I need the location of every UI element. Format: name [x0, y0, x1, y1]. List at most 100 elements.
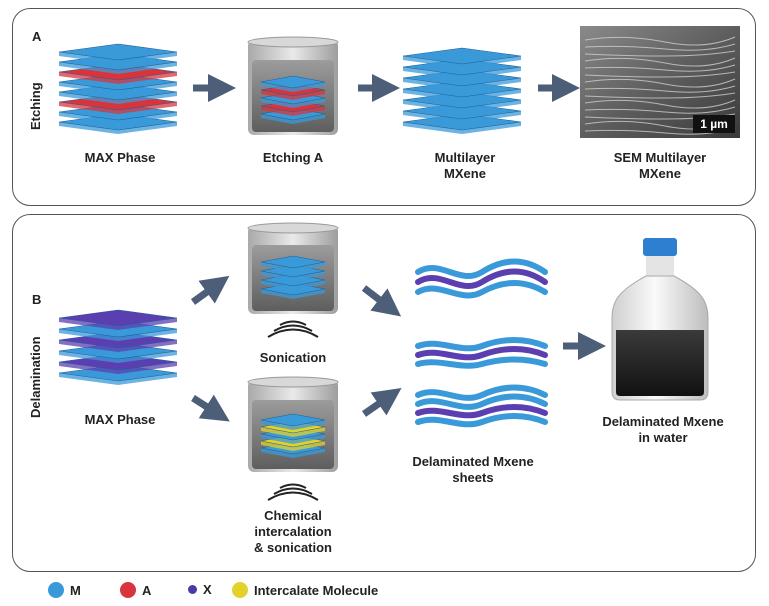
legend-item-a: A — [120, 582, 151, 598]
beakerStackA-layer-2-edge — [261, 98, 325, 108]
sem-texture-line — [584, 57, 736, 67]
caption-etching: Etching A — [262, 150, 324, 165]
sem-texture-line — [584, 92, 736, 99]
stackA-layer-0 — [58, 43, 178, 61]
panel-b-letter: B — [32, 292, 42, 307]
sem-texture-line — [584, 64, 736, 72]
beakerStackB2-layer-4-edge — [261, 448, 325, 458]
caption-multilayer: Multilayer MXene — [434, 150, 496, 181]
multiA-layer-4-edge — [403, 100, 521, 112]
sheet-bottom-2 — [415, 393, 548, 410]
stackA-layer-2-edge — [59, 72, 177, 84]
multiA-layer-5-edge — [403, 111, 521, 123]
sem-texture-line — [584, 36, 736, 46]
scale-bar-label: 1 µm — [700, 117, 728, 131]
stackB-layer-0-edge — [59, 318, 177, 330]
sem-texture-line — [584, 43, 736, 51]
legend-item-m: M — [48, 582, 81, 598]
sem-texture-line — [584, 50, 736, 57]
legend-swatch-m — [48, 582, 64, 598]
sheet-bottom-4 — [415, 413, 548, 428]
legend-swatch-intercalate — [232, 582, 248, 598]
beakerStackB1-layer-0-edge — [261, 262, 325, 272]
beakerStackB2-layer-0 — [260, 413, 326, 427]
multiA-layer-0 — [402, 47, 522, 65]
legend-label-x: X — [203, 582, 212, 597]
multiA-layer-1-edge — [403, 67, 521, 79]
sonication-waves-bottom — [267, 483, 319, 501]
beakerStackB1-layer-3-edge — [261, 289, 325, 299]
caption-sonication: Sonication — [259, 350, 327, 365]
multiA-layer-2-edge — [403, 78, 521, 90]
delaminated-sheets — [415, 258, 548, 428]
multiA-layer-3-edge — [403, 89, 521, 101]
stackA-layer-7-edge — [59, 122, 177, 134]
multilayer-mxene-stack — [402, 47, 522, 134]
beakerStackA-layer-1-edge — [261, 90, 325, 100]
legend-item-intercalate: Intercalate Molecule — [232, 582, 378, 598]
arrow-b-down — [191, 394, 230, 422]
legend-label-a: A — [142, 582, 152, 598]
multiA-layer-6-edge — [403, 122, 521, 134]
sheet-top-3 — [415, 280, 548, 299]
stackA-layer-4-edge — [59, 92, 177, 104]
sheet-mid-3 — [415, 356, 548, 369]
caption-sheets: Delaminated Mxene sheets — [412, 454, 534, 485]
caption-water: Delaminated Mxene in water — [602, 414, 724, 445]
legend-swatch-a — [120, 582, 136, 598]
stackB-layer-5-edge — [59, 373, 177, 385]
legend-swatch-x — [188, 585, 197, 594]
legend-label-intercalate: Intercalate Molecule — [254, 582, 379, 598]
beakerStackA-layer-0-edge — [261, 82, 325, 92]
max-phase-stack-b — [58, 309, 178, 385]
stackA-layer-5-edge — [59, 102, 177, 114]
stackB-layer-3-edge — [59, 351, 177, 363]
caption-max-phase-a: MAX Phase — [84, 150, 156, 165]
sheet-top-1 — [415, 258, 548, 280]
stackA-layer-6-edge — [59, 112, 177, 124]
sonication-waves-top — [267, 320, 319, 338]
legend-item-x: X — [188, 582, 212, 597]
stackB-layer-0 — [58, 309, 178, 327]
legend-label-m: M — [70, 582, 81, 598]
stackB-layer-1-edge — [59, 329, 177, 341]
panel-a-letter: A — [32, 29, 42, 44]
beakerStackB1-layer-1-edge — [261, 271, 325, 281]
mxene-bottle — [611, 238, 709, 401]
beakerStackA-layer-3-edge — [261, 106, 325, 116]
caption-chemical: Chemical intercalation & sonication — [253, 508, 332, 555]
sheet-bottom-1 — [415, 384, 548, 401]
sheet-top-2 — [415, 268, 548, 290]
sem-texture-line — [584, 78, 736, 88]
stackA-layer-1-edge — [59, 62, 177, 74]
stackA-layer-3-edge — [59, 82, 177, 94]
beakerStackA-layer-0 — [260, 75, 326, 89]
beakerStackB2-layer-3-edge — [261, 441, 325, 451]
caption-max-phase-b: MAX Phase — [84, 412, 156, 427]
intercalation-beaker — [247, 376, 339, 472]
sem-texture-line — [584, 106, 736, 114]
arrow-b-up — [190, 275, 230, 305]
beakerStackB1-layer-0 — [260, 255, 326, 269]
etching-beaker — [247, 36, 339, 135]
max-phase-stack-a — [58, 43, 178, 134]
sem-texture-line — [584, 71, 736, 78]
beakerStackA-layer-4-edge — [261, 114, 325, 124]
beakerStackB2-layer-2-edge — [261, 434, 325, 444]
sheet-mid-2 — [415, 346, 548, 361]
sheet-mid-1 — [415, 337, 548, 352]
arrow-b-down-right — [362, 388, 402, 417]
beakerStackB2-layer-0-edge — [261, 420, 325, 430]
stackB-layer-4-edge — [59, 362, 177, 374]
legend: M A X Intercalate Molecule — [0, 578, 769, 604]
beakerStackB1-layer-2-edge — [261, 280, 325, 290]
arrow-b-up-right — [361, 285, 402, 317]
sheet-bottom-3 — [415, 404, 548, 419]
multiA-layer-0-edge — [403, 56, 521, 68]
caption-sem: SEM Multilayer MXene — [613, 150, 707, 181]
sonication-beaker — [247, 222, 339, 314]
stackA-layer-0-edge — [59, 52, 177, 64]
beakerStackB2-layer-1-edge — [261, 427, 325, 437]
sem-texture-line — [584, 99, 736, 109]
